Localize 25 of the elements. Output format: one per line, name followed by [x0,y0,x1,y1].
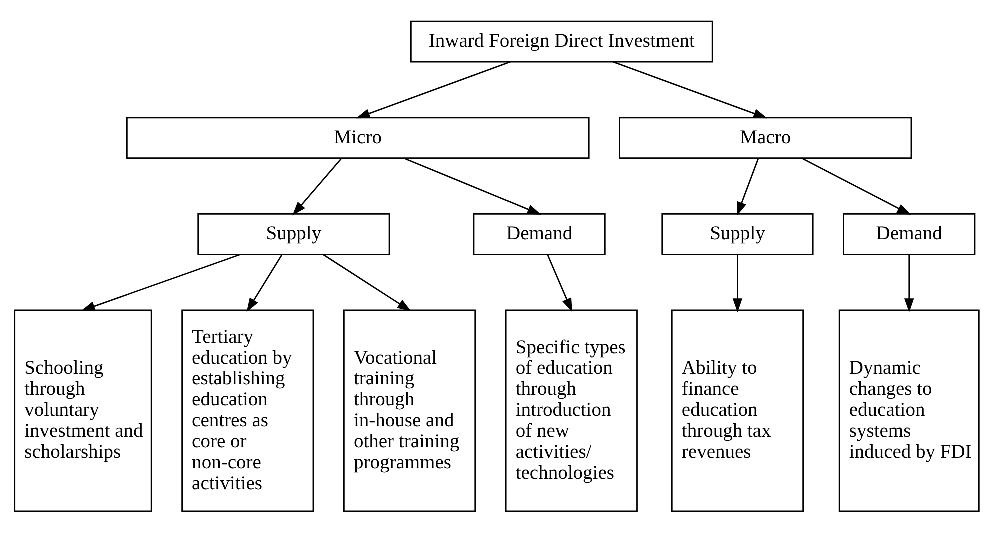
arrow [801,158,911,216]
node-box: Demand [842,213,976,256]
node-box: Demand [472,213,606,256]
arrow [246,254,282,312]
node-box: Ability to finance education through tax revenues [670,310,804,512]
arrow [904,254,914,313]
arrow [322,254,412,312]
node-box: Vocational training through in-house and other training programmes [343,310,476,512]
node-box: Macro [618,117,912,160]
node-box: Schooling through voluntary investment and scholarships [14,310,152,512]
node-box: Micro [126,117,590,160]
arrow [403,158,542,215]
arrow [612,61,768,119]
arrow [80,254,241,312]
arrow [292,158,342,216]
node-box: Inward Foreign Direct Investment [410,20,713,63]
arrow [732,254,742,313]
arrow [546,254,572,312]
node-box: Supply [197,213,390,256]
node-box: Tertiary education by establishing education centres as core or non-core activities [181,310,314,512]
node-box: Dynamic changes to education systems induced by FDI [838,310,980,512]
node-box: Specific types of education through introduction of new activities/ technologies [504,310,638,512]
node-box: Supply [661,213,814,256]
arrow [736,158,759,216]
arrow [356,61,510,119]
